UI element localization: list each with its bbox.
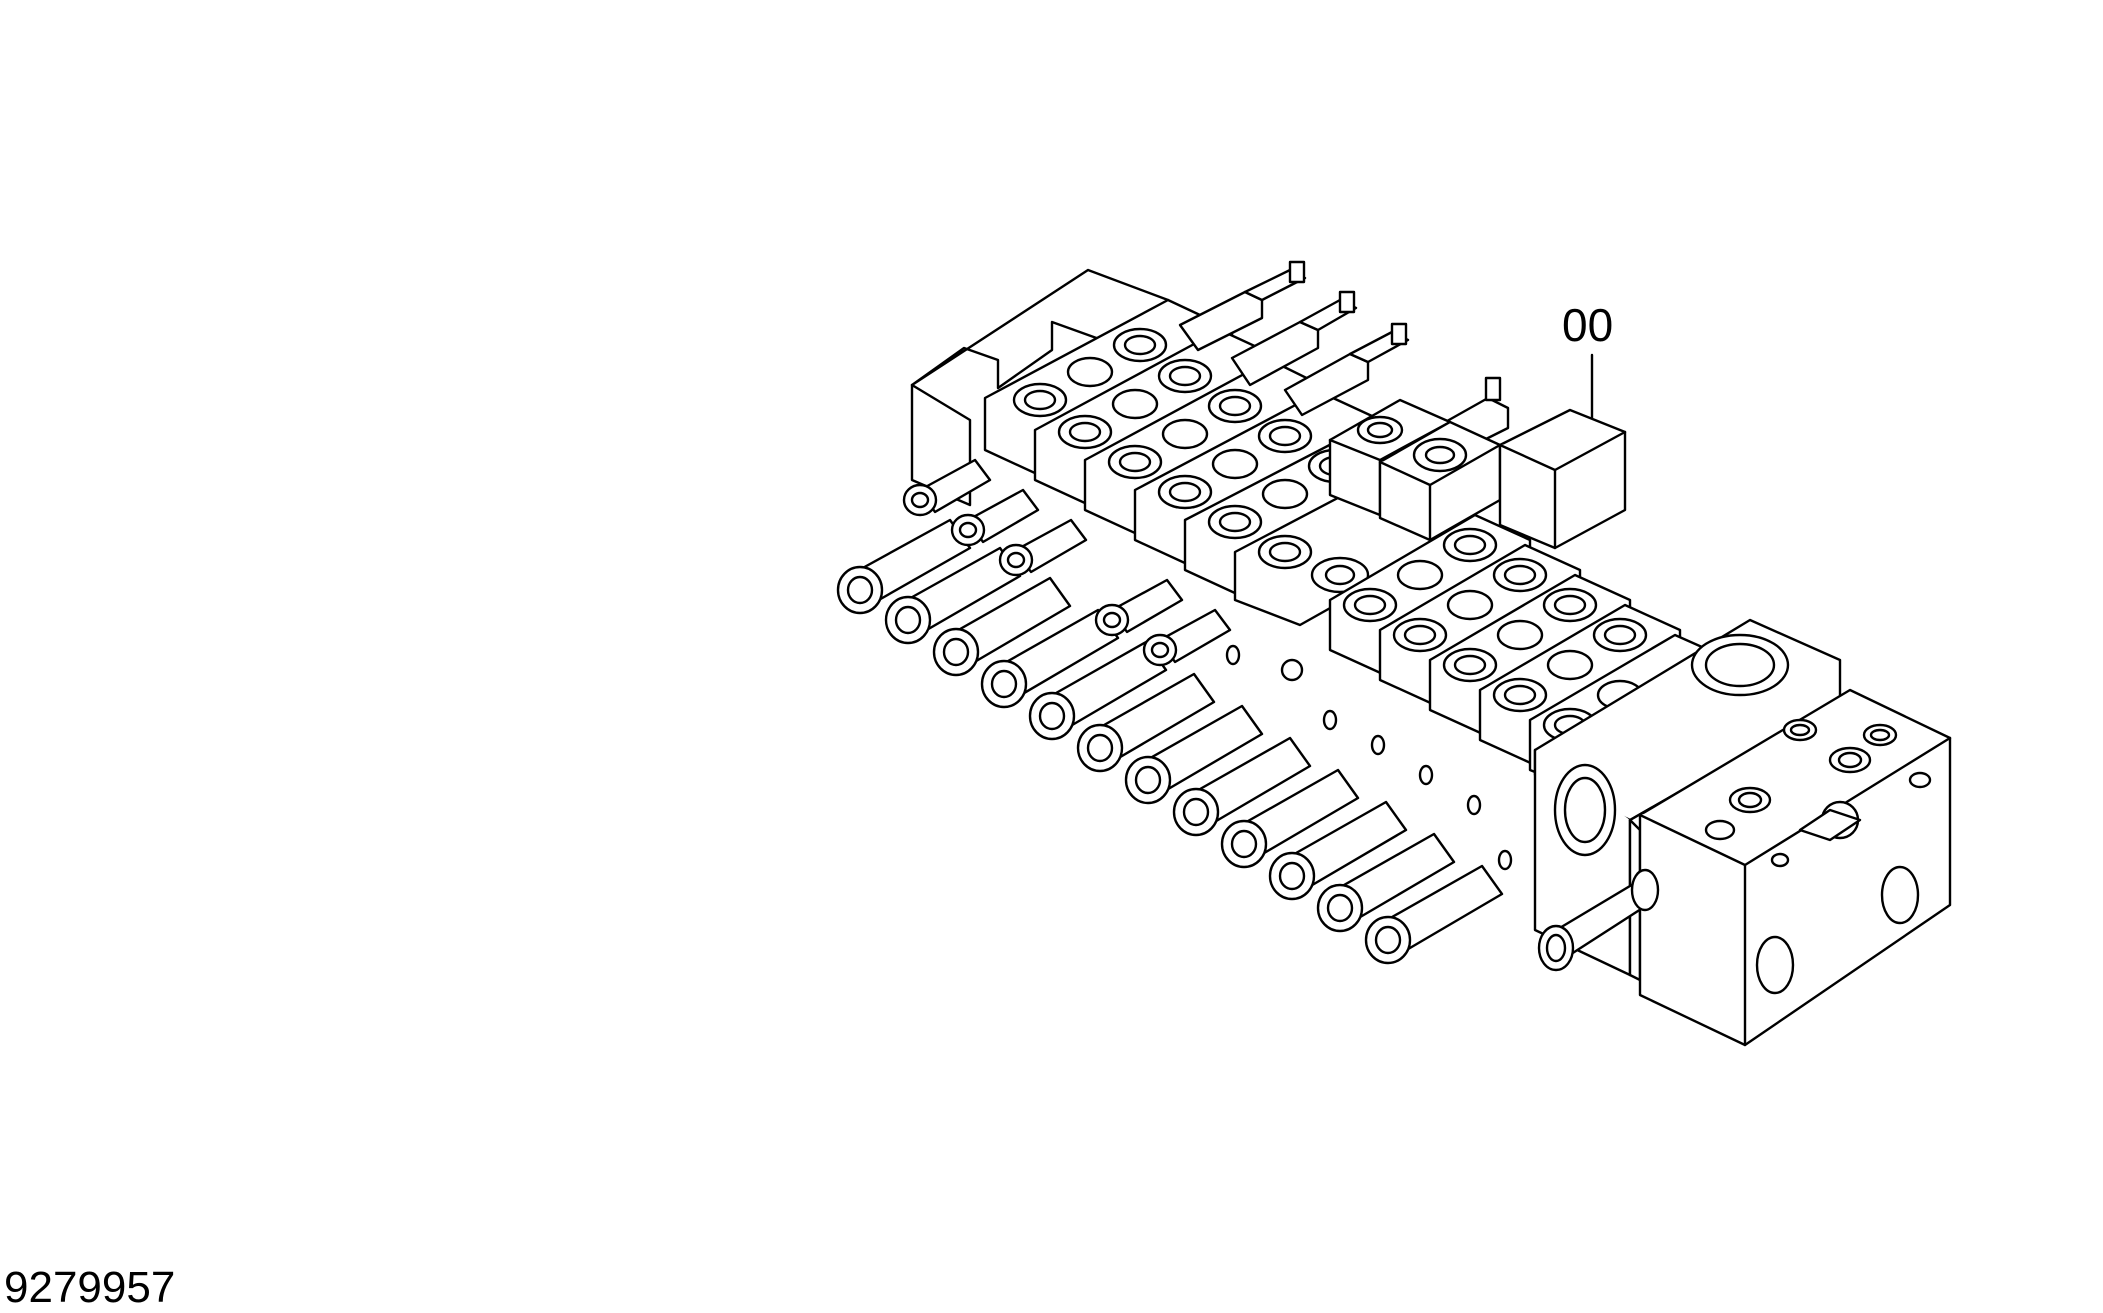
top-cartridges <box>1178 260 1510 454</box>
right-end-cover <box>1638 688 1952 1047</box>
upper-middle-blocks <box>1328 398 1627 550</box>
spool-caps <box>836 518 1504 965</box>
snap-rings <box>1225 644 1513 871</box>
drawing-number: 9279957 <box>4 1263 176 1312</box>
adjuster-screws <box>902 458 1232 667</box>
callout-label: 00 <box>1562 299 1614 351</box>
outlet-pipe <box>1537 868 1660 972</box>
